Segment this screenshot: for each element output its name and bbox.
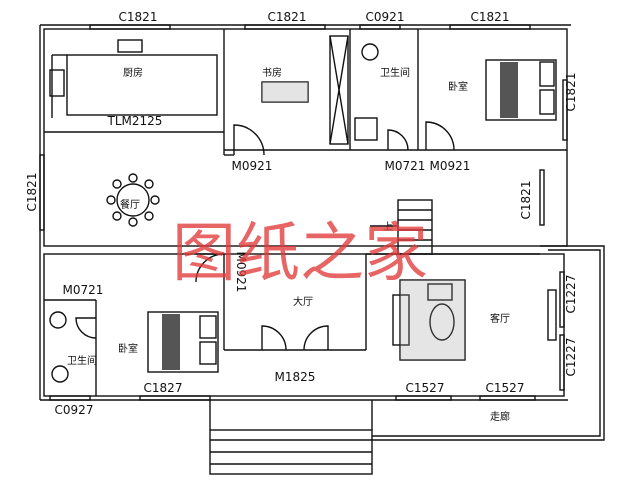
room-dining-label: 餐厅 <box>120 198 140 211</box>
window-label-right-bedroom: C1821 <box>564 73 578 112</box>
watermark-text: 图纸之家 <box>172 217 428 291</box>
window-label-top-4: C1821 <box>471 10 510 24</box>
window-label-right-2: C1227 <box>564 338 578 377</box>
kitchen-counter <box>66 54 218 116</box>
window-label-right-1: C1227 <box>564 275 578 314</box>
room-bedroom-left-label: 卧室 <box>118 342 138 355</box>
door-label-main: M1825 <box>275 370 316 384</box>
door-label-bedroom-left: M0921 <box>234 252 248 293</box>
window-label-top-1: C1821 <box>119 10 158 24</box>
room-living-room-label: 客厅 <box>490 312 510 325</box>
room-living-hall-label: 大厅 <box>293 295 313 308</box>
window-label-top-3: C0921 <box>366 10 405 24</box>
dining-table <box>116 183 150 217</box>
room-study-label: 书房 <box>262 66 282 79</box>
door-label-bathroom-left: M0721 <box>63 283 104 297</box>
kitchen-counter-label: TLM2125 <box>107 114 163 128</box>
door-label-study: M0921 <box>232 159 273 173</box>
window-label-bottom-1: C1527 <box>406 381 445 395</box>
bed-right <box>485 59 557 121</box>
window-label-bottom-bath: C0927 <box>55 403 94 417</box>
stair-up-label: 上 <box>383 221 393 233</box>
room-bathroom-left-label: 卫生间 <box>67 354 97 367</box>
window-marks <box>39 24 568 401</box>
room-corridor-label: 走廊 <box>490 410 510 423</box>
door-label-bathroom-top: M0721 <box>385 159 426 173</box>
study-desk <box>261 81 309 103</box>
door-label-bedroom-right: M0921 <box>430 159 471 173</box>
room-bedroom-right-label: 卧室 <box>448 80 468 93</box>
window-label-right-stair: C1821 <box>519 181 533 220</box>
window-label-top-2: C1821 <box>268 10 307 24</box>
window-label-left-dining: C1821 <box>25 173 39 212</box>
sofa-set <box>399 279 466 361</box>
window-label-bottom-2: C1527 <box>486 381 525 395</box>
bed-left <box>147 311 219 373</box>
upper-outline <box>43 28 568 247</box>
stair <box>370 199 433 255</box>
window-label-bottom-bedroom: C1827 <box>144 381 183 395</box>
door-marks <box>75 121 455 351</box>
room-bathroom-top-label: 卫生间 <box>380 66 410 79</box>
room-kitchen-label: 厨房 <box>123 66 143 79</box>
